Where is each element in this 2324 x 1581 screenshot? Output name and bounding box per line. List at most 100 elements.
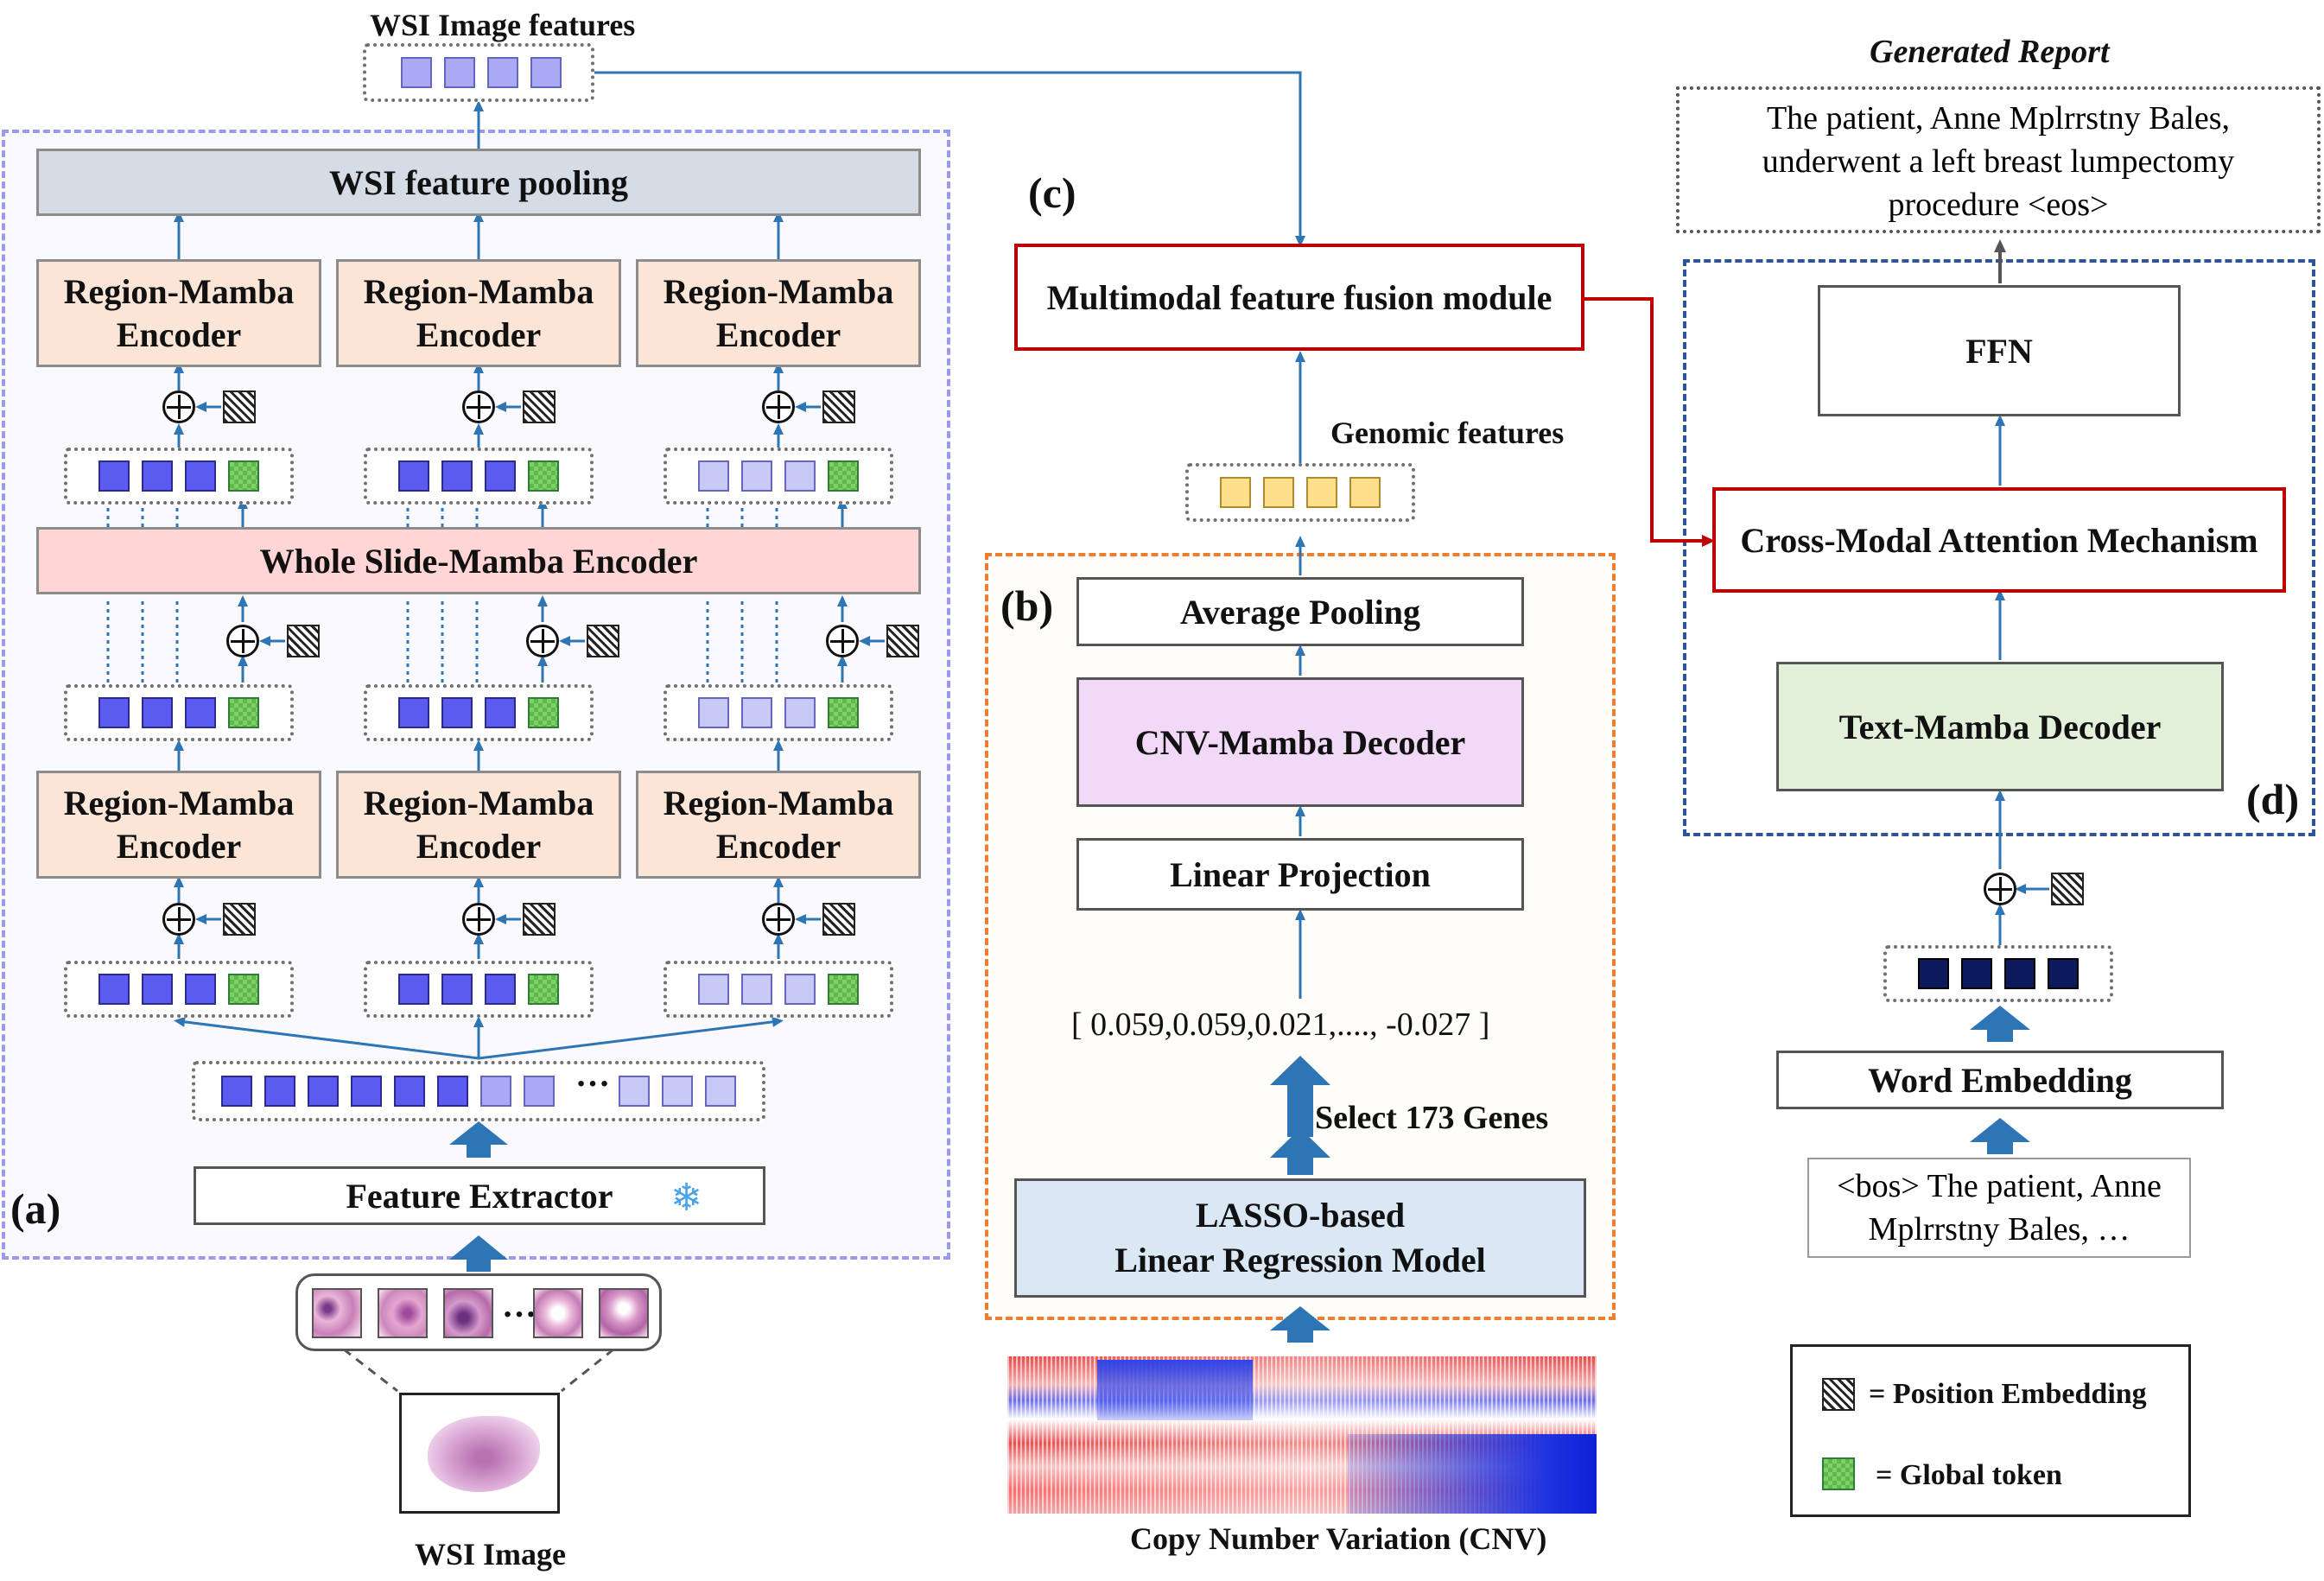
global-token-icon <box>828 697 859 728</box>
token <box>1961 958 1992 989</box>
encoder-label-line2: Encoder <box>416 314 542 354</box>
add-icon <box>226 625 259 657</box>
region-mamba-encoder-top-1: Region-Mamba Encoder <box>36 259 321 367</box>
token <box>619 1076 650 1107</box>
token <box>741 697 772 728</box>
encoder-label-line1: Region-Mamba <box>363 783 594 822</box>
token-row <box>364 684 594 741</box>
word-embedding: Word Embedding <box>1776 1051 2224 1109</box>
generated-report-title: Generated Report <box>1870 34 2110 70</box>
token <box>1306 477 1337 508</box>
cnv-heatmap-right-block <box>1348 1434 1597 1514</box>
token <box>1263 477 1294 508</box>
token-row <box>64 961 294 1018</box>
input-text-line-2: Mplrrstny Bales, … <box>1868 1211 2130 1248</box>
token <box>784 697 816 728</box>
region-mamba-encoder-bottom-3: Region-Mamba Encoder <box>636 771 921 879</box>
token <box>351 1076 382 1107</box>
position-embedding-legend-icon <box>1822 1378 1855 1411</box>
token <box>741 974 772 1005</box>
add-icon <box>162 903 195 936</box>
input-text-line-1: <bos> The patient, Anne <box>1837 1168 2162 1204</box>
token <box>698 460 729 492</box>
token <box>441 460 473 492</box>
position-embedding-icon <box>223 903 256 936</box>
word-embedding-label: Word Embedding <box>1868 1060 2132 1100</box>
region-mamba-encoder-top-3: Region-Mamba Encoder <box>636 259 921 367</box>
position-embedding-icon <box>587 625 619 657</box>
token <box>1918 958 1949 989</box>
text-mamba-decoder-label: Text-Mamba Decoder <box>1838 707 2162 746</box>
wsi-feature-pooling-label: WSI feature pooling <box>329 162 628 202</box>
linear-projection-label: Linear Projection <box>1170 854 1431 894</box>
genomic-feature-tokens <box>1185 463 1415 522</box>
whole-slide-mamba-encoder: Whole Slide-Mamba Encoder <box>36 527 921 594</box>
ellipsis: … <box>575 1055 610 1094</box>
token <box>185 697 216 728</box>
lasso-label-line2: Linear Regression Model <box>1114 1241 1486 1279</box>
linear-projection: Linear Projection <box>1076 838 1524 911</box>
region-mamba-encoder-bottom-1: Region-Mamba Encoder <box>36 771 321 879</box>
patch-image <box>443 1288 493 1338</box>
region-mamba-encoder-bottom-2: Region-Mamba Encoder <box>336 771 621 879</box>
text-mamba-decoder: Text-Mamba Decoder <box>1776 662 2224 791</box>
token <box>698 974 729 1005</box>
multimodal-feature-fusion-module: Multimodal feature fusion module <box>1014 244 1584 351</box>
token <box>480 1076 511 1107</box>
token <box>142 974 173 1005</box>
token <box>98 697 130 728</box>
global-token-icon <box>828 974 859 1005</box>
token <box>2048 958 2079 989</box>
snowflake-icon: ❄ <box>670 1177 702 1219</box>
token <box>98 460 130 492</box>
cross-modal-attention-label: Cross-Modal Attention Mechanism <box>1740 520 2258 560</box>
token-row <box>364 448 594 505</box>
wsi-feature-pooling: WSI feature pooling <box>36 149 921 216</box>
encoder-label-line2: Encoder <box>116 826 242 866</box>
global-token-icon <box>228 974 259 1005</box>
panel-a-label: (a) <box>10 1184 61 1233</box>
encoder-label-line1: Region-Mamba <box>63 783 295 822</box>
global-token-legend-icon <box>1822 1457 1855 1490</box>
add-icon <box>462 903 495 936</box>
token <box>398 974 429 1005</box>
lasso-label-line1: LASSO-based <box>1195 1196 1406 1235</box>
add-icon <box>1984 873 2016 905</box>
global-token-icon <box>828 460 859 492</box>
encoder-label-line1: Region-Mamba <box>363 271 594 311</box>
add-icon <box>526 625 559 657</box>
token <box>142 460 173 492</box>
encoder-label-line2: Encoder <box>715 314 841 354</box>
wsi-image-features-label: WSI Image features <box>370 8 636 42</box>
input-text-box: <bos> The patient, Anne Mplrrstny Bales,… <box>1807 1158 2191 1258</box>
panel-b-label: (b) <box>1000 581 1054 630</box>
average-pooling-label: Average Pooling <box>1179 592 1421 632</box>
average-pooling: Average Pooling <box>1076 577 1524 646</box>
add-icon <box>762 390 795 423</box>
patch-image <box>378 1288 428 1338</box>
token <box>1220 477 1251 508</box>
encoder-label-line2: Encoder <box>416 826 542 866</box>
panel-d-label: (d) <box>2246 775 2300 823</box>
token <box>264 1076 295 1107</box>
token <box>784 974 816 1005</box>
region-mamba-encoder-top-2: Region-Mamba Encoder <box>336 259 621 367</box>
token <box>2004 958 2035 989</box>
token <box>530 57 562 88</box>
token <box>441 697 473 728</box>
token-row <box>664 684 893 741</box>
ffn-label: FFN <box>1965 331 2033 371</box>
token <box>394 1076 425 1107</box>
token <box>485 697 516 728</box>
legend-global-token: = Global token <box>1876 1459 2062 1491</box>
patch-image <box>533 1288 583 1338</box>
generated-report-box: The patient, Anne Mplrrstny Bales, under… <box>1676 86 2321 233</box>
position-embedding-icon <box>822 390 855 423</box>
encoder-label-line2: Encoder <box>715 826 841 866</box>
token <box>98 974 130 1005</box>
token <box>487 57 518 88</box>
ffn-block: FFN <box>1818 285 2181 416</box>
panel-c-label: (c) <box>1028 168 1076 217</box>
position-embedding-icon <box>223 390 256 423</box>
patch-image <box>312 1288 362 1338</box>
